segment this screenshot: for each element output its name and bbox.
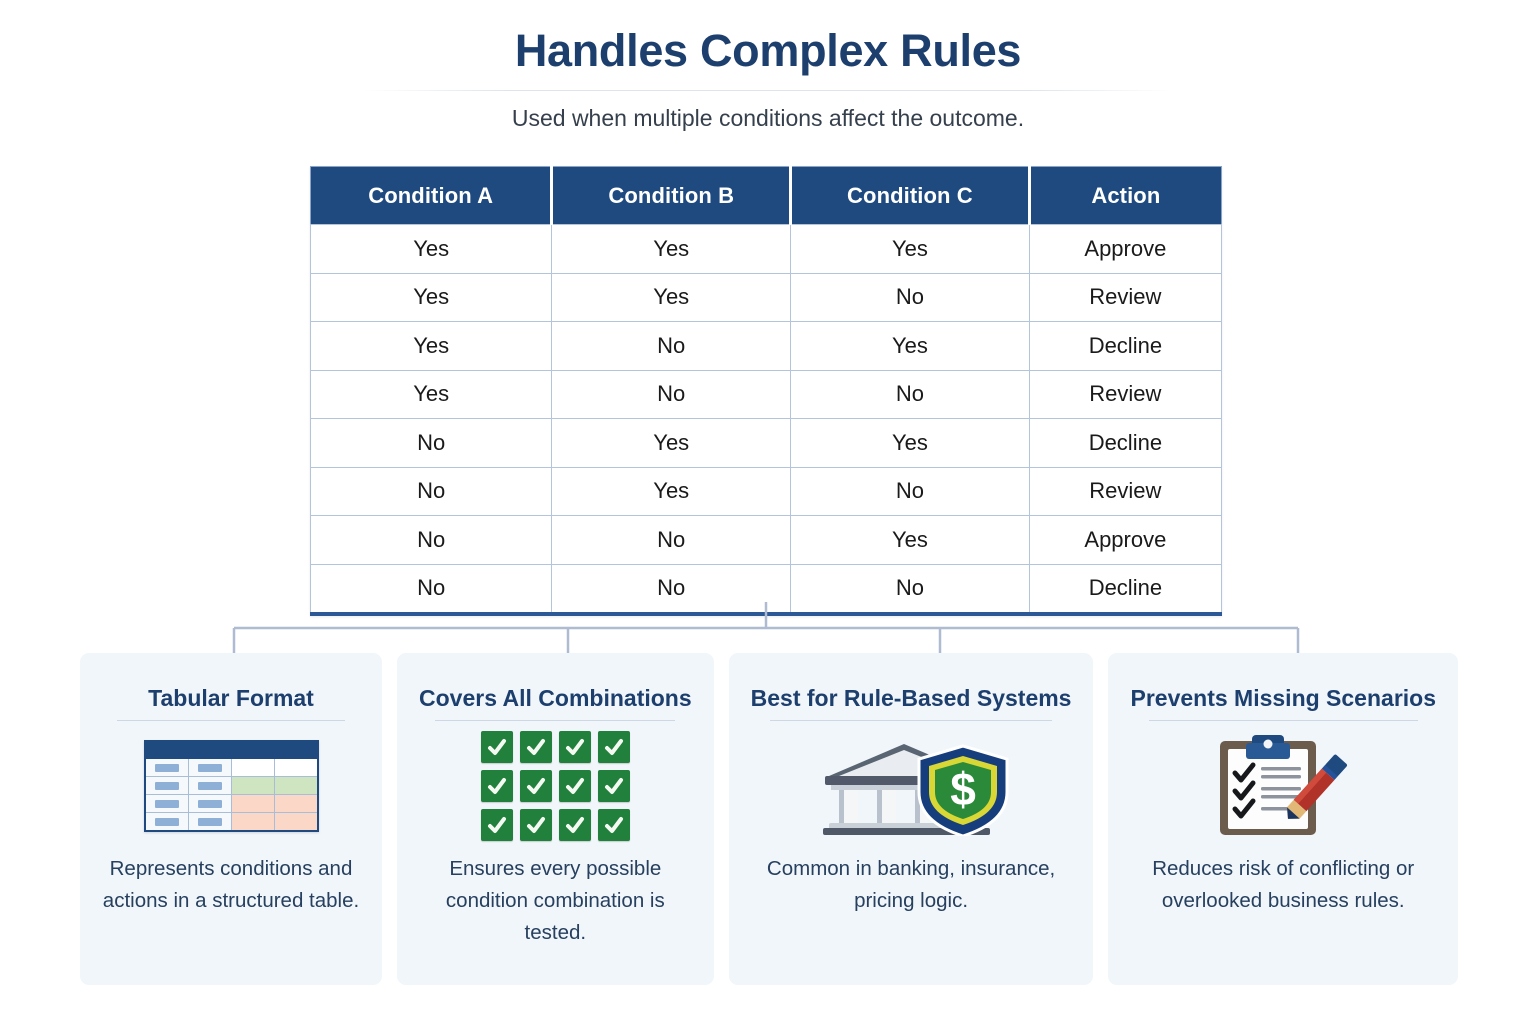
card-title-divider [769, 720, 1053, 722]
check-icon [558, 731, 591, 764]
cell-condition-a: Yes [309, 369, 553, 419]
cell-condition-c: No [790, 466, 1030, 516]
column-header-condition-c: Condition C [790, 166, 1031, 225]
card-covers-all-combinations[interactable]: Covers All Combinations Ensures every po… [397, 653, 714, 985]
cell-condition-c: Yes [790, 224, 1030, 274]
feature-cards: Tabular Format Represents conditions and… [80, 653, 1458, 985]
page-subtitle: Used when multiple conditions affect the… [511, 104, 1025, 131]
decision-table: Condition A Condition B Condition C Acti… [309, 166, 1223, 616]
table-header-row: Condition A Condition B Condition C Acti… [310, 166, 1222, 225]
cell-condition-c: No [790, 272, 1030, 322]
card-title-divider [1148, 720, 1418, 722]
card-tabular-format[interactable]: Tabular Format Represents conditions and… [80, 653, 382, 985]
check-icon [519, 809, 552, 842]
check-grid-icon [480, 731, 630, 842]
cell-action: Review [1028, 466, 1223, 516]
card-title: Tabular Format [148, 685, 314, 711]
card-title-divider [117, 720, 345, 722]
card-prevents-missing-scenarios[interactable]: Prevents Missing Scenarios [1108, 653, 1458, 985]
cell-condition-a: No [309, 563, 553, 615]
cell-condition-c: Yes [790, 321, 1030, 371]
check-icon [480, 770, 513, 803]
column-header-condition-b: Condition B [551, 166, 793, 225]
cell-condition-a: No [309, 466, 553, 516]
cell-action: Approve [1028, 224, 1223, 274]
cell-action: Review [1028, 272, 1223, 322]
cell-condition-b: Yes [551, 224, 792, 274]
column-header-action: Action [1029, 166, 1222, 225]
check-icon [519, 770, 552, 803]
bank-shield-dollar-icon: $ [809, 738, 1014, 837]
cell-condition-b: Yes [551, 418, 792, 468]
title-divider [363, 89, 1173, 91]
card-title: Covers All Combinations [419, 685, 692, 711]
card-title-divider [435, 720, 676, 722]
cell-condition-c: Yes [790, 418, 1030, 468]
check-icon [558, 770, 591, 803]
pencil-icon [1287, 755, 1348, 820]
cell-condition-c: No [790, 563, 1030, 615]
card-title: Best for Rule-Based Systems [750, 685, 1072, 711]
decision-table-container: Condition A Condition B Condition C Acti… [309, 166, 1223, 616]
check-icon [519, 731, 552, 764]
check-icon [597, 731, 630, 764]
card-description: Ensures every possible condition combina… [445, 857, 665, 944]
clipboard-checklist-pencil-icon [1208, 735, 1358, 836]
cell-condition-b: No [551, 515, 792, 565]
cell-condition-a: No [309, 418, 553, 468]
card-description: Represents conditions and actions in a s… [102, 857, 360, 913]
card-best-for-rule-based-systems[interactable]: Best for Rule-Based Systems [728, 653, 1094, 985]
cell-action: Decline [1028, 418, 1223, 468]
table-header: Condition A Condition B Condition C Acti… [310, 166, 1222, 225]
cell-condition-a: No [309, 515, 553, 565]
check-icon [480, 731, 513, 764]
cell-action: Decline [1028, 321, 1223, 371]
shield-dollar-icon: $ [917, 744, 1009, 837]
cell-condition-c: No [790, 369, 1030, 419]
check-icon [597, 809, 630, 842]
cell-condition-b: Yes [551, 272, 792, 322]
card-description: Reduces risk of conflicting or overlooke… [1152, 857, 1415, 913]
card-description: Common in banking, insurance, pricing lo… [766, 857, 1056, 913]
cell-action: Approve [1028, 515, 1223, 565]
cell-condition-a: Yes [309, 321, 553, 371]
page-title: Handles Complex Rules [514, 25, 1022, 76]
cell-condition-a: Yes [309, 272, 553, 322]
cell-condition-b: No [551, 321, 792, 371]
card-title: Prevents Missing Scenarios [1130, 685, 1436, 711]
svg-text:$: $ [950, 763, 976, 815]
cell-condition-b: No [551, 369, 792, 419]
cell-condition-c: Yes [790, 515, 1030, 565]
page-header: Handles Complex Rules Used when multiple… [0, 0, 1536, 132]
check-icon [558, 809, 591, 842]
cell-condition-b: Yes [551, 466, 792, 516]
column-header-condition-a: Condition A [310, 166, 554, 225]
cell-action: Decline [1028, 563, 1223, 615]
check-icon [480, 809, 513, 842]
mini-table-icon [143, 738, 319, 834]
check-icon [597, 770, 630, 803]
cell-condition-a: Yes [309, 224, 553, 274]
cell-condition-b: No [551, 563, 792, 615]
cell-action: Review [1028, 369, 1223, 419]
